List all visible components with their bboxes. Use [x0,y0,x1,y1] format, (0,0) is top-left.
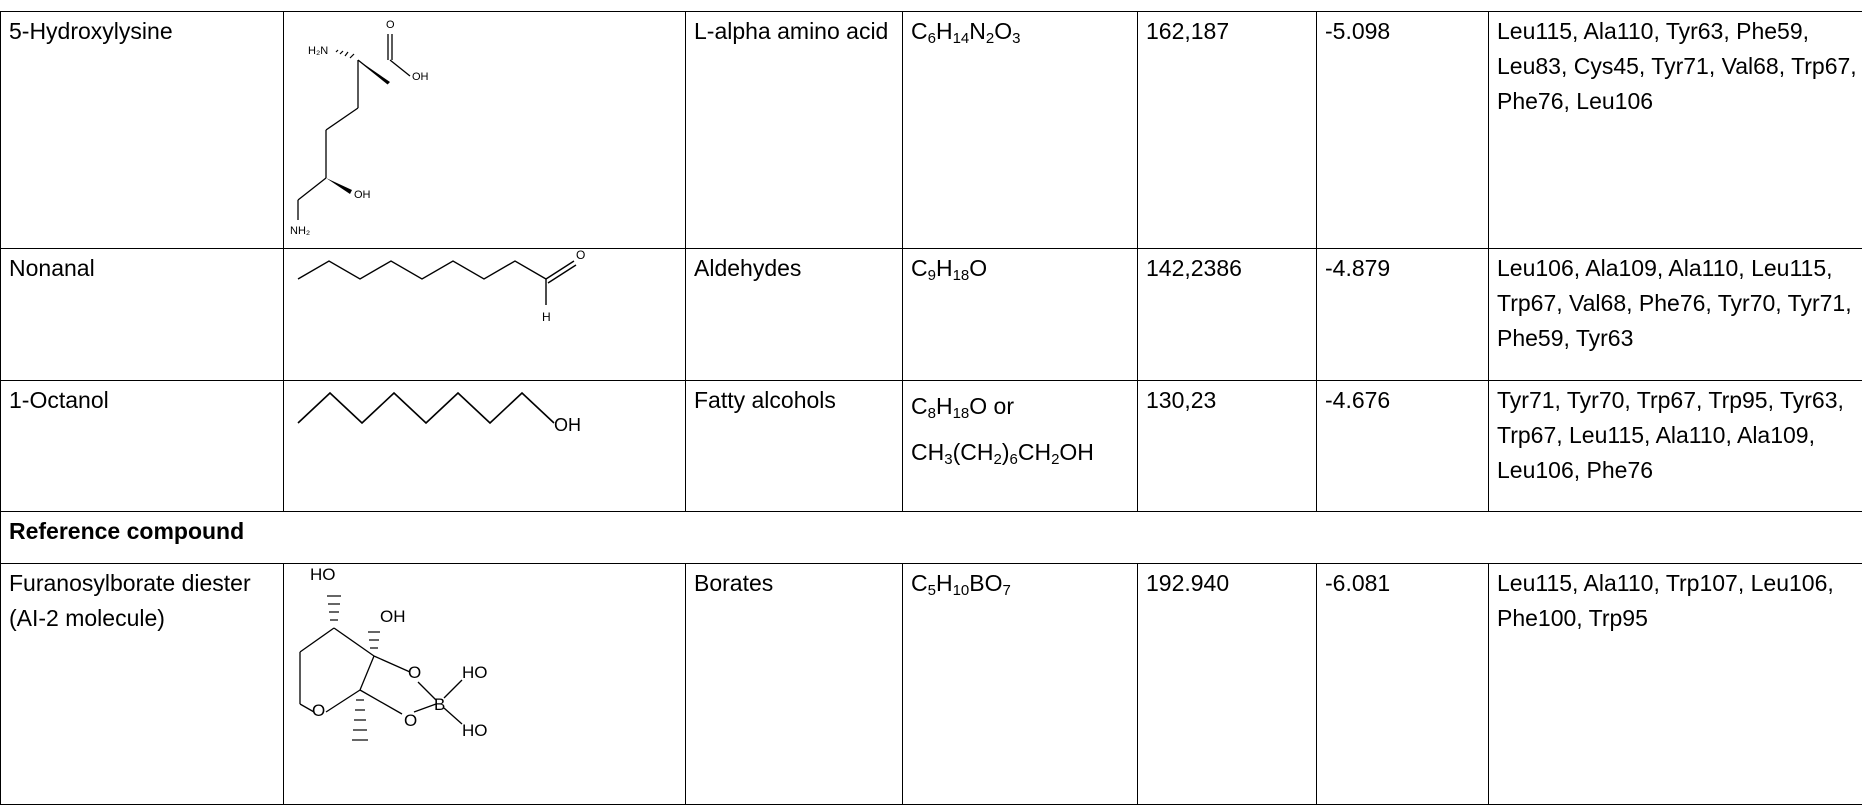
molecular-weight: 130,23 [1138,381,1317,512]
section-heading: Reference compound [1,512,1862,564]
structure-label: OH [354,189,371,201]
compound-class: Fatty alcohols [686,381,903,512]
structure-label: OH [554,415,581,435]
structure-cell: H₂N O OH OH NH₂ [284,12,686,249]
structure-label: HO [462,663,488,682]
compound-name: 1-Octanol [1,381,284,512]
structure-cell: OH [284,381,686,512]
structure-cell: O H [284,249,686,381]
table-row: Furanosylborate diester (AI-2 molecule) [1,564,1862,805]
structure-label: B [434,695,445,714]
structure-label: H [542,310,551,324]
structure-label: NH₂ [290,225,310,237]
molecular-weight: 142,2386 [1138,249,1317,381]
structure-label: O [386,19,395,31]
structure-label: O [312,701,325,720]
structure-label: HO [310,565,336,584]
interacting-residues: Leu106, Ala109, Ala110, Leu115, Trp67, V… [1489,249,1862,381]
structure-label: O [576,249,585,262]
interacting-residues: Leu115, Ala110, Tyr63, Phe59, Leu83, Cys… [1489,12,1862,249]
compound-name: 5-Hydroxylysine [1,12,284,249]
compound-table: 5-Hydroxylysine [0,11,1862,805]
compound-class: Aldehydes [686,249,903,381]
interacting-residues: Tyr71, Tyr70, Trp67, Trp95, Tyr63, Trp67… [1489,381,1862,512]
section-row: Reference compound [1,512,1862,564]
compound-class: L-alpha amino acid [686,12,903,249]
docking-score: -5.098 [1317,12,1489,249]
structure-label: H₂N [308,45,328,57]
docking-score: -4.676 [1317,381,1489,512]
compound-name: Furanosylborate diester (AI-2 molecule) [1,564,284,805]
table-row: Nonanal O H Aldehydes C9H18O 142,2386 -4… [1,249,1862,381]
molecular-formula: C9H18O [903,249,1138,381]
compound-class: Borates [686,564,903,805]
molecular-weight: 162,187 [1138,12,1317,249]
compound-name: Nonanal [1,249,284,381]
docking-score: -4.879 [1317,249,1489,381]
furanosylborate-structure: HO OH O HO B O HO O [284,564,684,804]
interacting-residues: Leu115, Ala110, Trp107, Leu106, Phe100, … [1489,564,1862,805]
molecular-weight: 192.940 [1138,564,1317,805]
structure-cell: HO OH O HO B O HO O [284,564,686,805]
molecular-formula: C6H14N2O3 [903,12,1138,249]
hydroxylysine-structure: H₂N O OH OH NH₂ [284,12,684,247]
structure-label: HO [462,721,488,740]
structure-label: OH [380,607,406,626]
table-row: 5-Hydroxylysine [1,12,1862,249]
octanol-structure: OH [284,381,684,511]
structure-label: O [404,711,417,730]
docking-score: -6.081 [1317,564,1489,805]
structure-label: OH [412,71,429,83]
nonanal-structure: O H [284,249,684,379]
structure-label: O [408,663,421,682]
molecular-formula: C5H10BO7 [903,564,1138,805]
